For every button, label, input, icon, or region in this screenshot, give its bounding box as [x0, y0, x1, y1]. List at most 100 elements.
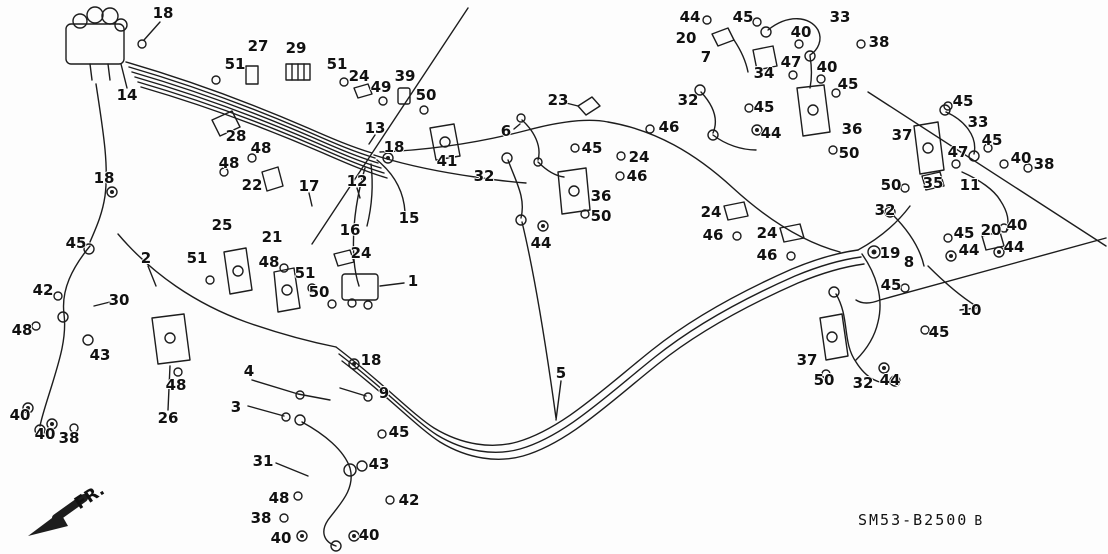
- part-label-45: 45: [753, 98, 775, 116]
- part-27: [245, 65, 259, 85]
- part-label-47: 47: [947, 143, 969, 161]
- pipe-11: [961, 171, 1001, 201]
- part-label-40: 40: [1010, 149, 1032, 167]
- part-label-35: 35: [922, 174, 944, 192]
- part-label-44: 44: [958, 241, 980, 259]
- part-label-50: 50: [880, 176, 902, 194]
- part-label-43: 43: [368, 455, 390, 473]
- part-label-41: 41: [436, 152, 458, 170]
- part-label-2: 2: [140, 249, 152, 267]
- part-label-38: 38: [868, 33, 890, 51]
- part-label-40: 40: [358, 526, 380, 544]
- part-label-49: 49: [370, 78, 392, 96]
- part-label-20: 20: [675, 29, 697, 47]
- part-label-33: 33: [829, 8, 851, 26]
- part-label-51: 51: [186, 249, 208, 267]
- part-label-3: 3: [230, 398, 242, 416]
- part-label-6: 6: [500, 122, 512, 140]
- part-label-19: 19: [879, 244, 901, 262]
- part-label-48: 48: [268, 489, 290, 507]
- valve-1: [341, 273, 379, 301]
- part-label-31: 31: [252, 452, 274, 470]
- part-label-50: 50: [813, 371, 835, 389]
- part-label-50: 50: [838, 144, 860, 162]
- bracket-28: [211, 110, 241, 137]
- pipe-bundle: [125, 61, 373, 154]
- part-label-48: 48: [250, 139, 272, 157]
- part-label-46: 46: [658, 118, 680, 136]
- part-label-45: 45: [732, 8, 754, 26]
- part-label-46: 46: [702, 226, 724, 244]
- clip-23: [577, 96, 601, 116]
- part-label-25: 25: [211, 216, 233, 234]
- part-label-18: 18: [360, 351, 382, 369]
- part-code-suffix: B: [974, 514, 983, 529]
- part-label-20: 20: [980, 221, 1002, 239]
- part-label-42: 42: [398, 491, 420, 509]
- bracket-26: [151, 313, 191, 365]
- part-label-45: 45: [953, 224, 975, 242]
- part-label-43: 43: [89, 346, 111, 364]
- part-label-44: 44: [530, 234, 552, 252]
- hose-33-top: [767, 18, 821, 56]
- part-label-24: 24: [756, 224, 778, 242]
- hose-32-lower-right: [835, 293, 895, 384]
- part-label-48: 48: [218, 154, 240, 172]
- part-label-38: 38: [250, 509, 272, 527]
- part-label-44: 44: [760, 124, 782, 142]
- part-label-24: 24: [350, 244, 372, 262]
- clip-24-top: [353, 83, 373, 99]
- pipe-4: [251, 379, 331, 401]
- part-label-40: 40: [270, 529, 292, 547]
- pipe-10: [927, 265, 977, 307]
- part-label-21: 21: [261, 228, 283, 246]
- part-label-32: 32: [874, 201, 896, 219]
- part-label-15: 15: [398, 209, 420, 227]
- part-label-12: 12: [346, 172, 368, 190]
- part-label-48: 48: [165, 376, 187, 394]
- part-label-45: 45: [952, 92, 974, 110]
- part-label-34: 34: [753, 64, 775, 82]
- part-label-18: 18: [152, 4, 174, 22]
- hose-32-far-right: [891, 213, 925, 267]
- part-label-32: 32: [473, 167, 495, 185]
- front-arrow-head: [28, 512, 68, 536]
- hose-6: [521, 119, 540, 161]
- part-label-26: 26: [157, 409, 179, 427]
- clip-25: [223, 247, 253, 295]
- part-label-22: 22: [241, 176, 263, 194]
- part-label-33: 33: [967, 113, 989, 131]
- part-label-51: 51: [224, 55, 246, 73]
- hose-32-mid: [507, 159, 523, 219]
- part-label-28: 28: [225, 127, 247, 145]
- hose-33-front-right: [945, 111, 976, 155]
- part-label-14: 14: [116, 86, 138, 104]
- part-label-9: 9: [378, 384, 390, 402]
- part-label-40: 40: [9, 406, 31, 424]
- part-label-32: 32: [852, 374, 874, 392]
- front-left-hose: [39, 245, 91, 427]
- bracket-41: [429, 123, 461, 161]
- part-label-45: 45: [388, 423, 410, 441]
- part-label-42: 42: [32, 281, 54, 299]
- part-label-8: 8: [903, 253, 915, 271]
- part-label-23: 23: [547, 91, 569, 109]
- part-label-24: 24: [628, 148, 650, 166]
- part-label-29: 29: [285, 39, 307, 57]
- clip-24-mid: [333, 249, 355, 267]
- part-label-48: 48: [11, 321, 33, 339]
- part-label-38: 38: [1033, 155, 1055, 173]
- part-label-45: 45: [928, 323, 950, 341]
- clip-22: [261, 166, 284, 192]
- part-label-45: 45: [837, 75, 859, 93]
- part-label-18: 18: [383, 138, 405, 156]
- part-label-45: 45: [65, 234, 87, 252]
- part-label-17: 17: [298, 177, 320, 195]
- bracket-36-right: [796, 84, 831, 137]
- part-label-37: 37: [891, 126, 913, 144]
- bracket-37-lower: [819, 313, 849, 361]
- part-label-27: 27: [247, 37, 269, 55]
